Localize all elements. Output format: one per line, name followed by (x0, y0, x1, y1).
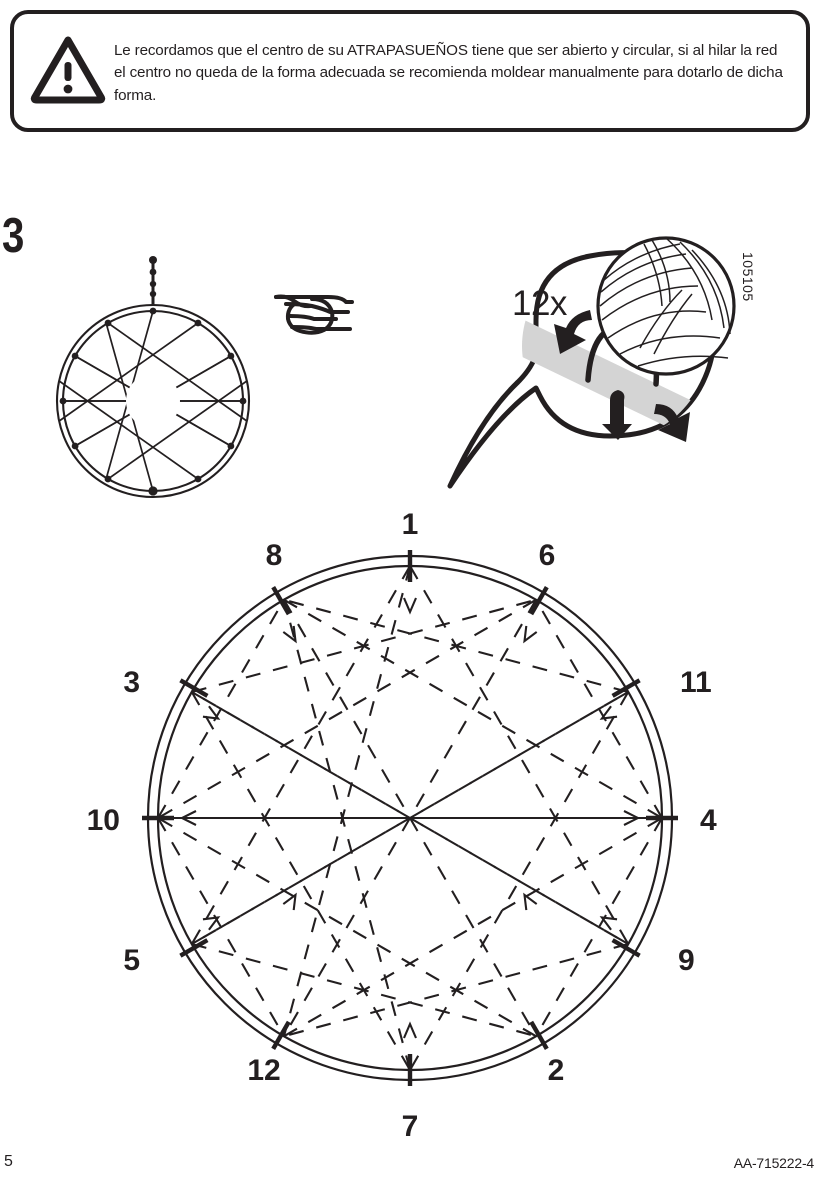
position-label-7: 7 (402, 1110, 419, 1143)
position-label-5: 5 (123, 944, 140, 977)
numbered-hoop-diagram: 1 6 11 4 9 2 7 12 5 10 3 8 (78, 500, 742, 1148)
position-labels: 1 6 11 4 9 2 7 12 5 10 3 8 (87, 508, 717, 1143)
position-label-10: 10 (87, 804, 120, 837)
yarn-ball-icon (596, 236, 736, 376)
step-number: 3 (2, 209, 25, 263)
stitch-lines (157, 565, 663, 1071)
wrap-count-label: 12x (512, 284, 567, 323)
hoop-tick-marks (142, 550, 678, 1086)
dreamcatcher-icon (48, 248, 258, 499)
direction-arrows (554, 310, 690, 442)
article-code: 105105 (740, 252, 756, 302)
page-number: 5 (4, 1153, 13, 1170)
position-label-12: 12 (247, 1054, 280, 1087)
warning-triangle-icon (30, 36, 106, 104)
position-label-11: 11 (680, 666, 712, 699)
position-label-8: 8 (266, 539, 283, 572)
warning-banner: Le recordamos que el centro de su ATRAPA… (10, 10, 810, 132)
position-label-4: 4 (700, 804, 717, 837)
position-label-6: 6 (539, 539, 556, 572)
position-label-9: 9 (678, 944, 695, 977)
document-code: AA-715222-4 (733, 1155, 815, 1171)
warning-message: Le recordamos que el centro de su ATRAPA… (114, 42, 783, 104)
position-label-3: 3 (123, 666, 140, 699)
wrap-detail-callout-icon (440, 228, 770, 510)
position-label-2: 2 (548, 1054, 565, 1087)
hoop-arrowheads (179, 597, 641, 1039)
position-label-1: 1 (402, 508, 419, 541)
pointing-hand-icon (272, 286, 358, 342)
